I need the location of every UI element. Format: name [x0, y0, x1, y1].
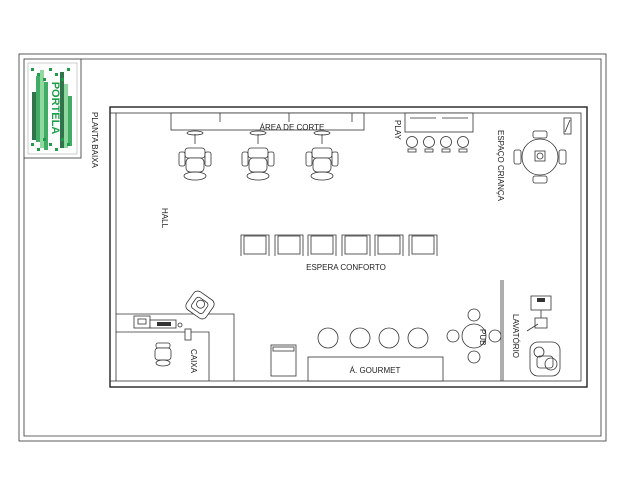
kids-area: ESPAÇO CRIANÇA [496, 117, 572, 202]
cutting-counter: ÁREA DE CORTE [170, 112, 365, 132]
logo-tree-bar [36, 76, 40, 142]
wash-chair [529, 341, 561, 377]
logo-leaf [61, 138, 64, 141]
barber-chair [305, 130, 339, 181]
planta-baixa-label: PLANTA BAIXA [90, 112, 99, 169]
logo-leaf [67, 143, 70, 146]
lavatorio-label: LAVATÓRIO [511, 314, 520, 358]
logo-tree-bar [64, 84, 68, 148]
hall-label: HALL [160, 208, 169, 229]
pub-label: PUB [478, 329, 487, 345]
logo-leaf [61, 78, 64, 81]
logo-tree-bar [68, 96, 72, 146]
logo-leaf [43, 138, 46, 141]
area-corte-label: ÁREA DE CORTE [260, 123, 325, 132]
caixa-label: CAIXA [189, 349, 198, 374]
logo-leaf [31, 143, 34, 146]
waiting-seat [274, 234, 304, 256]
logo-tree-bar [60, 72, 64, 148]
waiting-seat [307, 234, 337, 256]
logo-tree-bar [40, 70, 44, 148]
barber-chairs [178, 130, 339, 181]
logo-leaf [49, 143, 52, 146]
waiting-seat [341, 234, 371, 256]
reception-armchair [185, 290, 215, 320]
logo-leaf [37, 148, 40, 151]
barber-chair [241, 130, 275, 181]
play-label: PLAY [393, 120, 402, 141]
logo-leaf [49, 68, 52, 71]
logo-leaf [55, 73, 58, 76]
logo-tree-bar [32, 92, 36, 140]
pub-table: PUB [446, 308, 502, 364]
reception-desk: CAIXA [116, 290, 235, 381]
portela-logo: PORTELA [27, 62, 78, 155]
logo-wordmark: PORTELA [49, 82, 61, 135]
waiting-seats: ESPERA CONFORTO [240, 234, 438, 272]
logo-leaf [31, 68, 34, 71]
sheet-border [18, 53, 607, 442]
espaco-crianca-label: ESPAÇO CRIANÇA [496, 130, 505, 202]
waiting-seat [240, 234, 270, 256]
espera-conforto-label: ESPERA CONFORTO [306, 263, 386, 272]
gourmet-area: Á. GOURMET [270, 327, 444, 382]
cashier-chair [154, 342, 172, 367]
barber-chair [178, 130, 212, 181]
logo-leaf [43, 78, 46, 81]
a-gourmet-label: Á. GOURMET [350, 366, 401, 375]
logo-tree-bar [44, 82, 48, 150]
logo-leaf [37, 73, 40, 76]
logo-leaf [55, 148, 58, 151]
waiting-seat [374, 234, 404, 256]
play-stools [406, 136, 469, 153]
wash-station: LAVATÓRIO [511, 295, 561, 377]
play-area: PLAY [393, 112, 474, 153]
waiting-seat [408, 234, 438, 256]
logo-leaf [67, 68, 70, 71]
